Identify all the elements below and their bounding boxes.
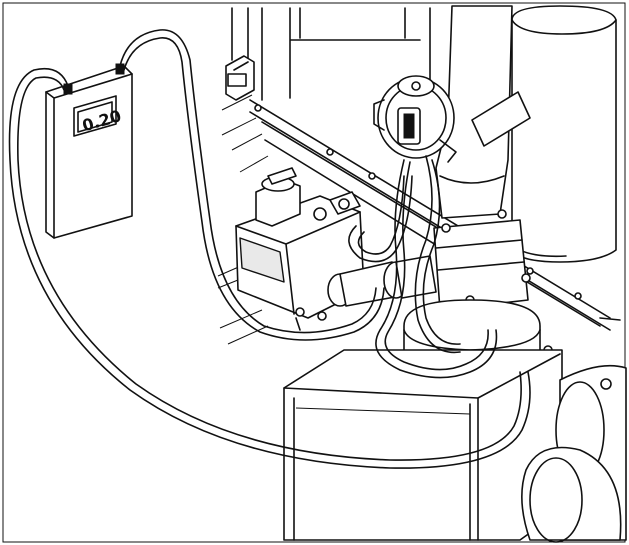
motor-cylinder	[521, 364, 627, 543]
manometer: 0.20	[45, 63, 133, 239]
air-pressure-switch	[373, 75, 457, 163]
boiler-cabinet	[217, 7, 621, 345]
gas-valve	[235, 167, 437, 331]
blower-drum	[511, 5, 617, 263]
test-tubing	[8, 29, 531, 469]
